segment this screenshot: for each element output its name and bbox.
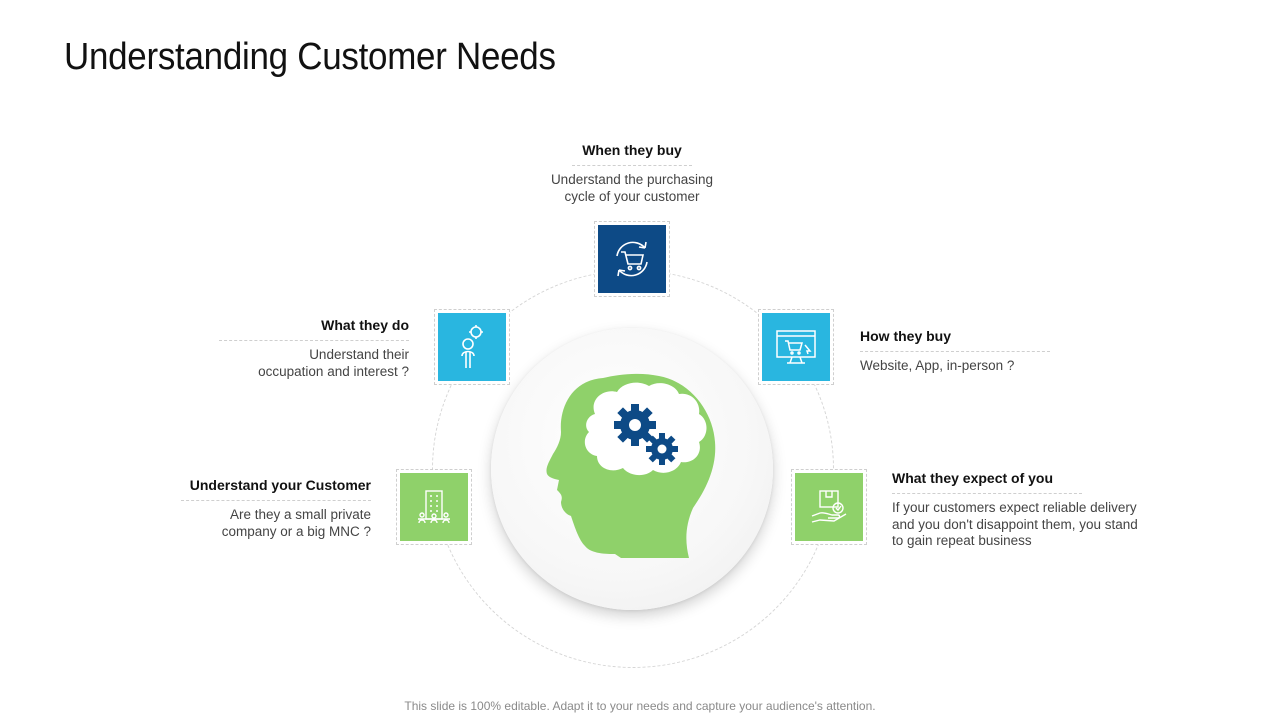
- footer-note: This slide is 100% editable. Adapt it to…: [404, 699, 876, 713]
- how-they-buy-title: How they buy: [860, 328, 1070, 352]
- page-title: Understanding Customer Needs: [64, 36, 556, 78]
- head-with-gears-icon: [546, 373, 716, 558]
- expect-of-you-title: What they expect of you: [892, 470, 1172, 494]
- cart-cycle-icon: [616, 241, 648, 277]
- when-they-buy-block: When they buy Understand the purchasing …: [532, 142, 732, 205]
- how-they-buy-block: How they buy Website, App, in-person ?: [860, 328, 1070, 375]
- expect-of-you-icon-box: [791, 469, 867, 545]
- what-they-do-icon-box: [434, 309, 510, 385]
- when-they-buy-icon-box: [594, 221, 670, 297]
- how-they-buy-desc: Website, App, in-person ?: [860, 358, 1015, 373]
- what-they-do-title: What they do: [210, 317, 409, 341]
- center-circle: [491, 328, 773, 610]
- understand-customer-icon-box: [396, 469, 472, 545]
- office-building-icon: [418, 490, 450, 524]
- online-shop-icon: [776, 330, 816, 364]
- hand-package-icon: [811, 490, 847, 523]
- understand-customer-title: Understand your Customer: [171, 477, 371, 501]
- when-they-buy-title: When they buy: [532, 142, 732, 166]
- person-gear-icon: [461, 325, 483, 368]
- expect-of-you-block: What they expect of you If your customer…: [892, 470, 1172, 550]
- expect-of-you-desc: If your customers expect reliable delive…: [892, 500, 1138, 548]
- understand-customer-desc: Are they a small private company or a bi…: [221, 507, 371, 539]
- what-they-do-block: What they do Understand their occupation…: [210, 317, 409, 380]
- how-they-buy-icon-box: [758, 309, 834, 385]
- understand-customer-block: Understand your Customer Are they a smal…: [171, 477, 371, 540]
- when-they-buy-desc: Understand the purchasing cycle of your …: [550, 172, 714, 204]
- what-they-do-desc: Understand their occupation and interest…: [258, 347, 409, 379]
